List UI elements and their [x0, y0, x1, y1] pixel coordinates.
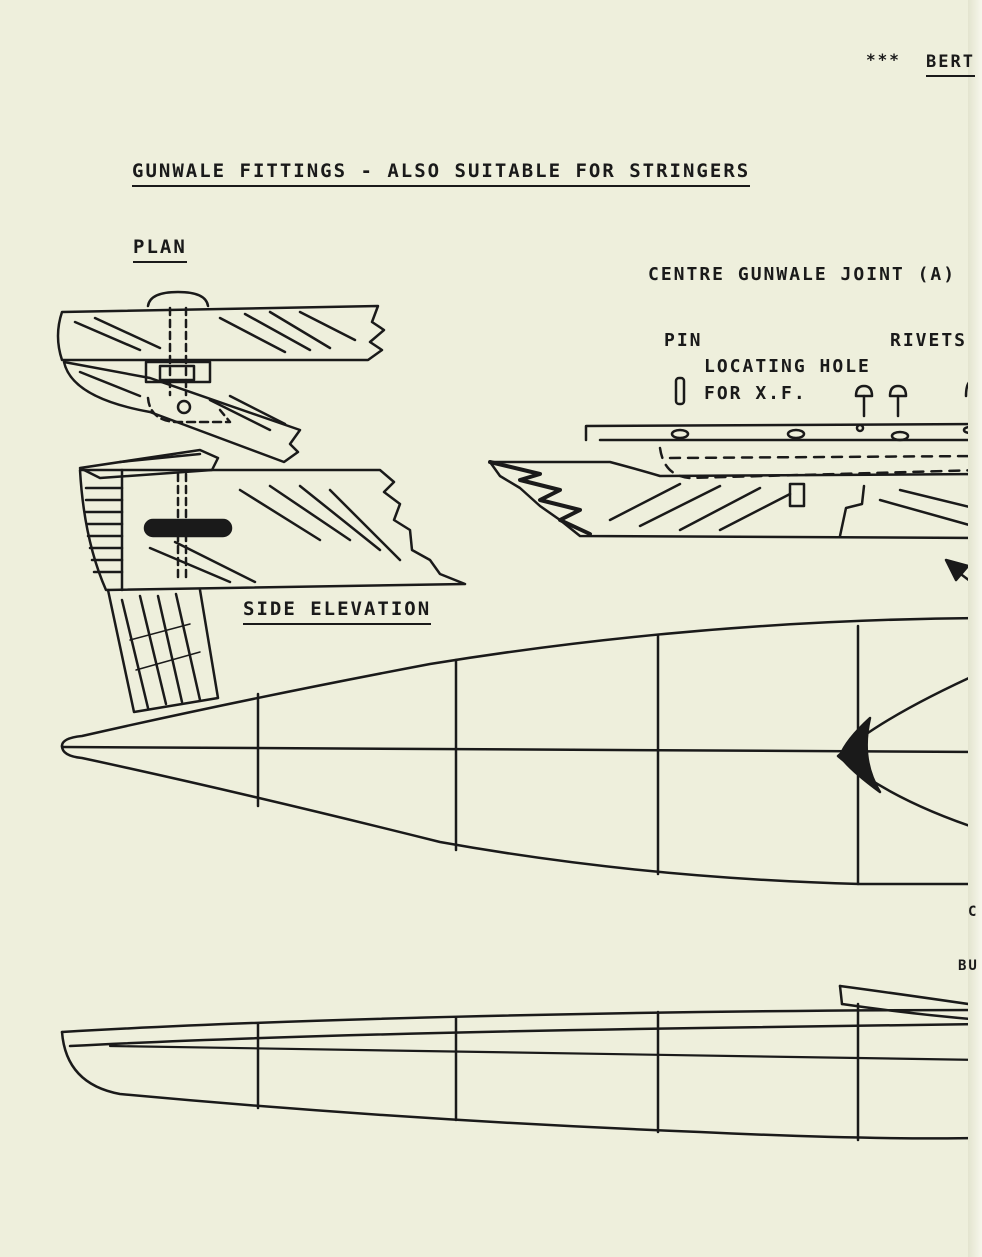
header-marker: *** — [866, 50, 901, 69]
pin-label: PIN — [664, 330, 703, 351]
plan-fitting-sketch — [56, 290, 467, 714]
locating-hole-label: LOCATING HOLE — [704, 356, 871, 377]
rivets-label: RIVETS — [890, 330, 968, 351]
locating-hole-sub-label: FOR X.F. — [704, 383, 807, 404]
author-fragment: BERT — [926, 52, 975, 77]
centre-joint-sketch — [488, 376, 982, 592]
edge-label-fragment-1: C — [968, 904, 979, 920]
edge-label-fragment-2: BU — [958, 958, 979, 974]
side-elevation-label: SIDE ELEVATION — [243, 598, 432, 625]
hull-profile-outline — [60, 984, 982, 1142]
hull-plan-outline — [60, 616, 982, 886]
page-title: GUNWALE FITTINGS - ALSO SUITABLE FOR STR… — [132, 160, 751, 187]
centre-joint-label: CENTRE GUNWALE JOINT (A) — [648, 264, 957, 285]
plan-label: PLAN — [133, 236, 187, 263]
page-binding-edge — [968, 0, 982, 1257]
